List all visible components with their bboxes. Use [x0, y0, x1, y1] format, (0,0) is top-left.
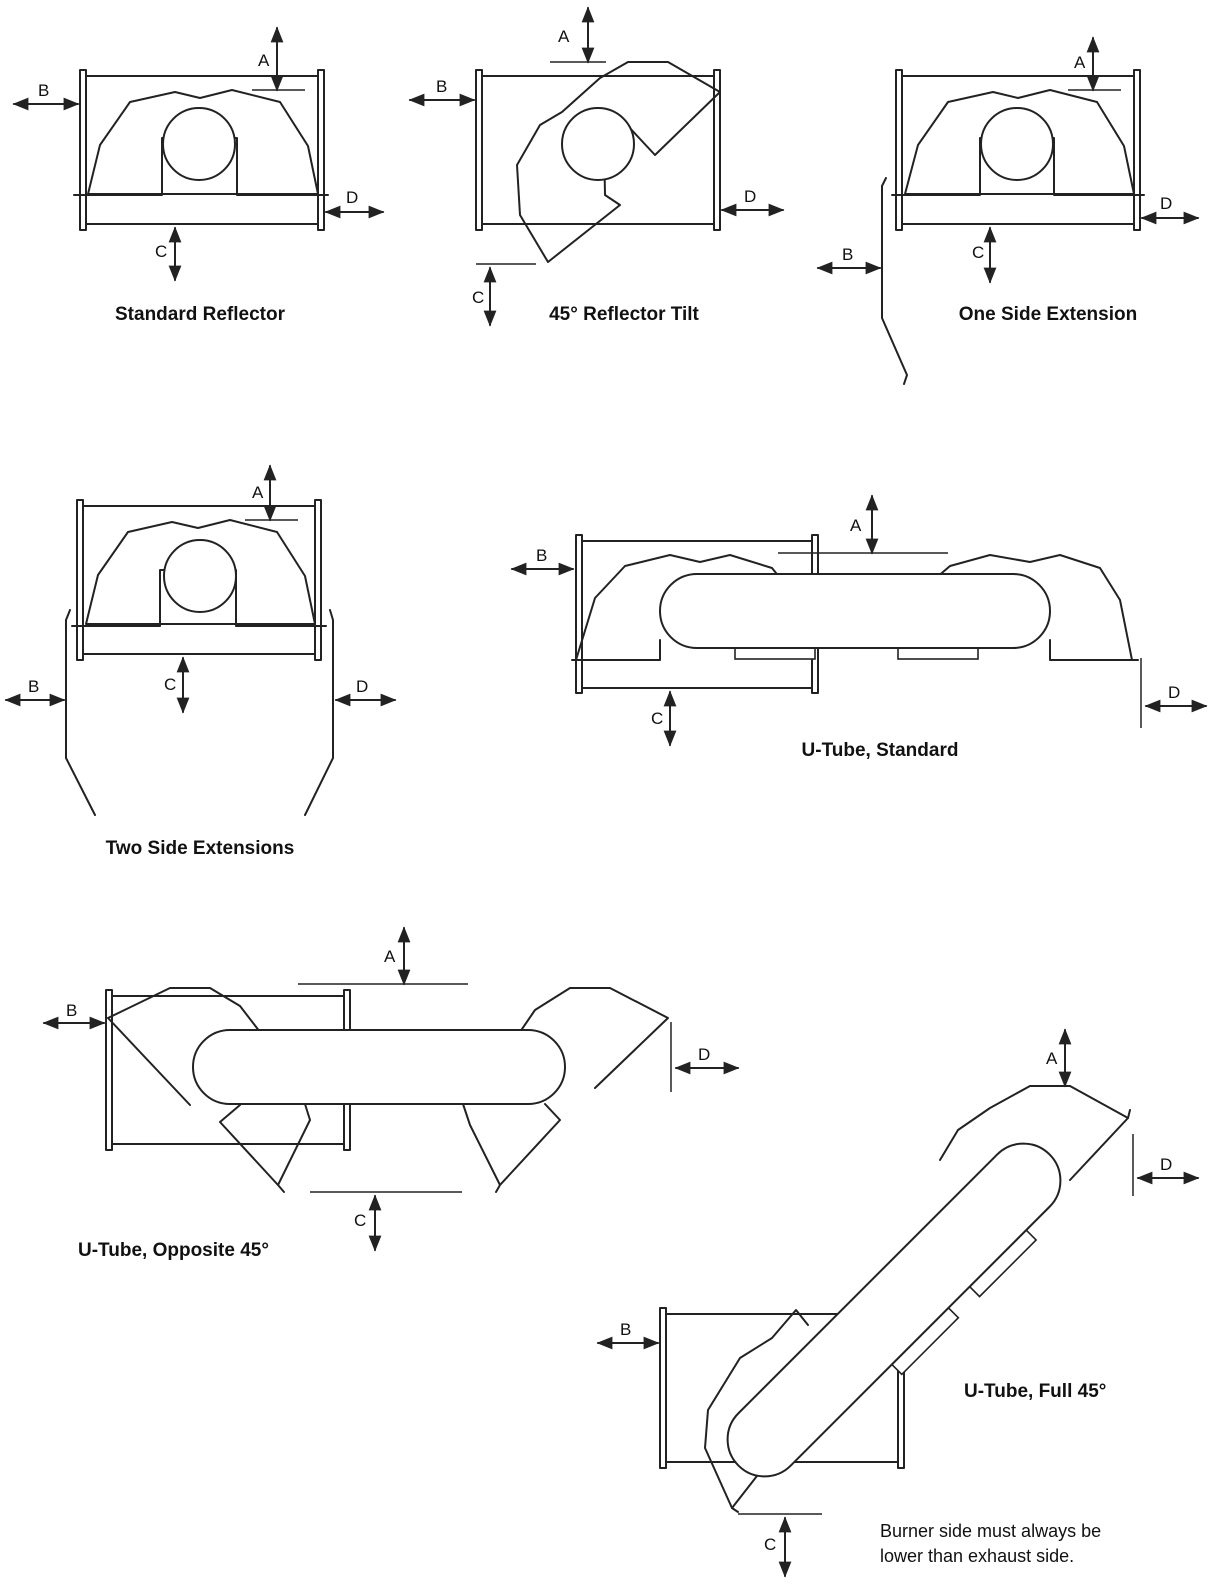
reflector — [85, 519, 316, 625]
reflector-lower-right — [462, 1103, 561, 1186]
dimension-d-label: D — [346, 188, 358, 207]
tube — [163, 539, 237, 613]
reflector-upper-right — [519, 987, 669, 1089]
dimension-b-label: B — [38, 81, 49, 100]
dimension-d-label: D — [698, 1045, 710, 1064]
dimension-a-label: A — [252, 483, 264, 502]
lower-foot — [731, 1507, 739, 1513]
caption-u-tube-full: U-Tube, Full 45° — [964, 1381, 1106, 1402]
dimension-a-label: A — [1074, 53, 1086, 72]
dimension-d-label: D — [1168, 683, 1180, 702]
caption-two-side-extensions: Two Side Extensions — [106, 838, 295, 859]
left-bracket — [76, 499, 84, 661]
dimension-c-label: C — [651, 709, 663, 728]
reflector-left — [575, 554, 781, 661]
u-tube — [659, 573, 1051, 649]
diagram-u-tube-full: A B C D U-Tube, Full 45° — [596, 1028, 1200, 1578]
dimension-a-label: A — [384, 947, 396, 966]
right-bracket — [317, 69, 325, 231]
diagram-two-side-extensions: A B C D Two Side Extensions — [4, 464, 397, 859]
left-bracket — [79, 69, 87, 231]
side-extension — [881, 177, 908, 385]
tube — [162, 107, 236, 181]
left-side-extension — [65, 609, 96, 816]
u-tube-body — [726, 1142, 1062, 1478]
caption-u-tube-standard: U-Tube, Standard — [802, 740, 959, 761]
dimension-b-label: B — [842, 245, 853, 264]
dimension-a-label: A — [850, 516, 862, 535]
note-line-1: Burner side must always be — [880, 1521, 1101, 1541]
dimension-b-label: B — [66, 1001, 77, 1020]
right-bracket — [314, 499, 322, 661]
dimension-b-label: B — [536, 546, 547, 565]
tube — [980, 107, 1054, 181]
diagram-u-tube-standard: A B C D U-Tube, Standard — [510, 494, 1208, 761]
left-bracket — [475, 69, 483, 231]
dimension-b-label: B — [620, 1320, 631, 1339]
caption-reflector-tilt: 45° Reflector Tilt — [549, 304, 699, 325]
dimension-a-label: A — [558, 27, 570, 46]
lower-left-foot — [277, 1184, 285, 1193]
left-bracket — [895, 69, 903, 231]
caption-u-tube-opposite: U-Tube, Opposite 45° — [78, 1240, 269, 1261]
u-tube — [192, 1029, 566, 1105]
reflector-upper-left — [107, 987, 261, 1033]
dimension-b-label: B — [436, 77, 447, 96]
diagram-reflector-tilt: A B C D 45° Reflector Tilt — [408, 6, 785, 327]
dimension-c-label: C — [764, 1535, 776, 1554]
right-bracket — [713, 69, 721, 231]
reflector — [904, 89, 1135, 195]
reflector-lower — [704, 1309, 809, 1509]
tube — [561, 107, 635, 181]
caption-one-side-extension: One Side Extension — [959, 304, 1137, 325]
dimension-c-label: C — [155, 242, 167, 261]
dimension-c-label: C — [972, 243, 984, 262]
reflector-upper-left-lip — [107, 1017, 191, 1106]
lower-right-foot — [495, 1184, 501, 1193]
dimension-d-label: D — [1160, 194, 1172, 213]
diagram-u-tube-opposite: A B C D U-Tube, Opposite 45° — [42, 926, 740, 1261]
dimension-a-label: A — [258, 51, 270, 70]
left-bracket — [105, 989, 113, 1151]
dimension-d-label: D — [1160, 1155, 1172, 1174]
lip-left — [571, 639, 661, 661]
dimension-c-label: C — [472, 288, 484, 307]
caption-standard-reflector: Standard Reflector — [115, 304, 286, 325]
right-side-extension — [304, 609, 334, 816]
dimension-a-label: A — [1046, 1049, 1058, 1068]
left-bracket — [575, 534, 583, 694]
lip-right — [1049, 639, 1139, 661]
u-tube — [726, 1142, 1062, 1478]
note-line-2: lower than exhaust side. — [880, 1546, 1074, 1566]
upper-foot — [1127, 1109, 1131, 1119]
diagram-one-side-extension: A B C D One Side Extension — [816, 36, 1200, 385]
left-bracket — [659, 1307, 667, 1469]
dimension-b-label: B — [28, 677, 39, 696]
dimension-d-label: D — [744, 187, 756, 206]
dimension-c-label: C — [164, 675, 176, 694]
right-bracket — [1133, 69, 1141, 231]
dimension-d-label: D — [356, 677, 368, 696]
reflector-right — [935, 554, 1133, 661]
dimension-c-label: C — [354, 1211, 366, 1230]
diagram-standard-reflector: A B C D Standard Reflector — [12, 26, 385, 325]
reflector — [87, 89, 319, 195]
